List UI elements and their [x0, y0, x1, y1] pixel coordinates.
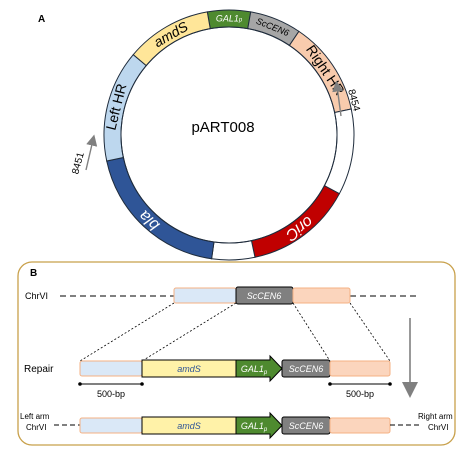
right-arm-label: Right arm	[418, 412, 453, 421]
integrated-gal1-name: GAL1	[241, 421, 264, 431]
ring-segment-gap-bottom	[211, 240, 256, 261]
repair-gal1-arrow	[235, 354, 283, 383]
dotted-line-1	[79, 302, 175, 362]
primer-8451-arrow	[85, 134, 98, 171]
repair-gal1-sub: p	[263, 370, 268, 376]
chrvi-left-homology	[173, 287, 237, 304]
dotted-line-3	[292, 302, 331, 362]
left-arm-chr-label: ChrVI	[26, 423, 46, 432]
chrvi-right-homology	[292, 287, 351, 304]
ring-segment-gap-right	[323, 108, 355, 195]
repair-left-homology	[79, 360, 143, 377]
ring-label-amds: amdS	[151, 18, 191, 50]
ring-segment-bla	[106, 156, 215, 260]
repair-gal1-name: GAL1	[241, 364, 264, 374]
repair-sccen6-text: ScCEN6	[289, 364, 324, 374]
panel-b-label: B	[30, 268, 37, 279]
ring-label-gal1: GAL1p	[216, 14, 243, 24]
integrated-sccen6-text: ScCEN6	[289, 421, 324, 431]
integrated-gal1-arrow	[235, 411, 283, 440]
integrated-left-homology	[79, 417, 143, 434]
ring-inner-outline	[120, 26, 338, 244]
bp-ruler-left	[78, 382, 144, 386]
chrvi-sccen6-text: ScCEN6	[247, 291, 282, 301]
ring-label-left-hr: Left HR	[102, 82, 129, 132]
integrated-gal1-text: GAL1p	[241, 421, 268, 433]
repair-amds-text: amdS	[177, 364, 201, 374]
plasmid-name: pART008	[191, 119, 254, 136]
bp-ruler-right	[328, 382, 392, 386]
primer-8451-label: 8451	[70, 151, 86, 176]
dotted-line-2	[141, 302, 237, 362]
repair-right-homology	[329, 360, 391, 377]
panel-a-label: A	[38, 14, 45, 25]
right-arm-chr-label: ChrVI	[428, 423, 448, 432]
dotted-line-4	[349, 302, 391, 362]
integrated-amds-text: amdS	[177, 421, 201, 431]
integrated-right-homology	[329, 417, 391, 434]
ring-label-right-hr: Right HR	[303, 42, 348, 98]
repair-gal1-text: GAL1p	[241, 364, 268, 376]
integrated-gal1-sub: p	[263, 427, 268, 433]
chrvi-label: ChrVI	[25, 291, 48, 301]
bp-label-left: 500-bp	[97, 389, 125, 399]
left-arm-label: Left arm	[20, 412, 50, 421]
bp-label-right: 500-bp	[346, 389, 374, 399]
panel-b-frame	[17, 261, 456, 446]
repair-label: Repair	[24, 364, 54, 375]
primer-8454-arrow	[332, 80, 344, 117]
